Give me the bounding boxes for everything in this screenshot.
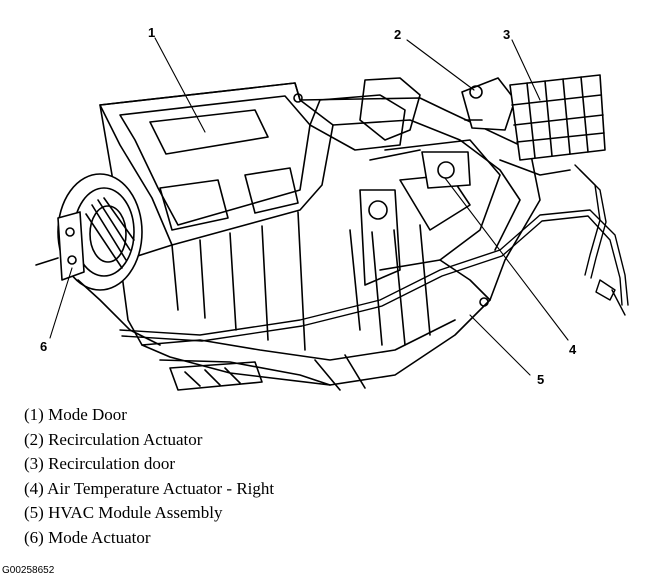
legend-item-mode-door: (1) Mode Door <box>24 405 127 424</box>
leader-line-6 <box>49 267 73 339</box>
recirculation-door-grille <box>499 74 606 176</box>
leader-line-3 <box>511 39 541 101</box>
callout-6: 6 <box>40 339 48 354</box>
air-temperature-actuator-area <box>369 149 471 189</box>
leader-line-1 <box>154 37 206 133</box>
hvac-module-illustration <box>35 37 629 391</box>
legend-item-air-temperature-actuator: (4) Air Temperature Actuator - Right <box>24 478 275 498</box>
legend-item-recirculation-actuator: (2) Recirculation Actuator <box>24 429 203 449</box>
callout-2: 2 <box>394 27 402 42</box>
callout-4: 4 <box>569 342 577 357</box>
legend-item-hvac-module-assembly: (5) HVAC Module Assembly <box>24 503 223 522</box>
callout-1: 1 <box>148 25 156 40</box>
callout-5: 5 <box>537 372 545 387</box>
legend-item-recirculation-door: (3) Recirculation door <box>24 454 176 473</box>
figure-code: G00258652 <box>2 565 55 576</box>
leader-line-2 <box>406 39 475 91</box>
callout-3: 3 <box>503 27 511 42</box>
recirculation-actuator-area <box>461 77 516 131</box>
leader-lines <box>49 37 569 376</box>
leader-line-4 <box>444 177 569 341</box>
legend-item-mode-actuator: (6) Mode Actuator <box>24 527 151 547</box>
component-legend: (1) Mode Door (2) Recirculation Actuator… <box>24 403 274 550</box>
leader-line-5 <box>469 314 531 376</box>
